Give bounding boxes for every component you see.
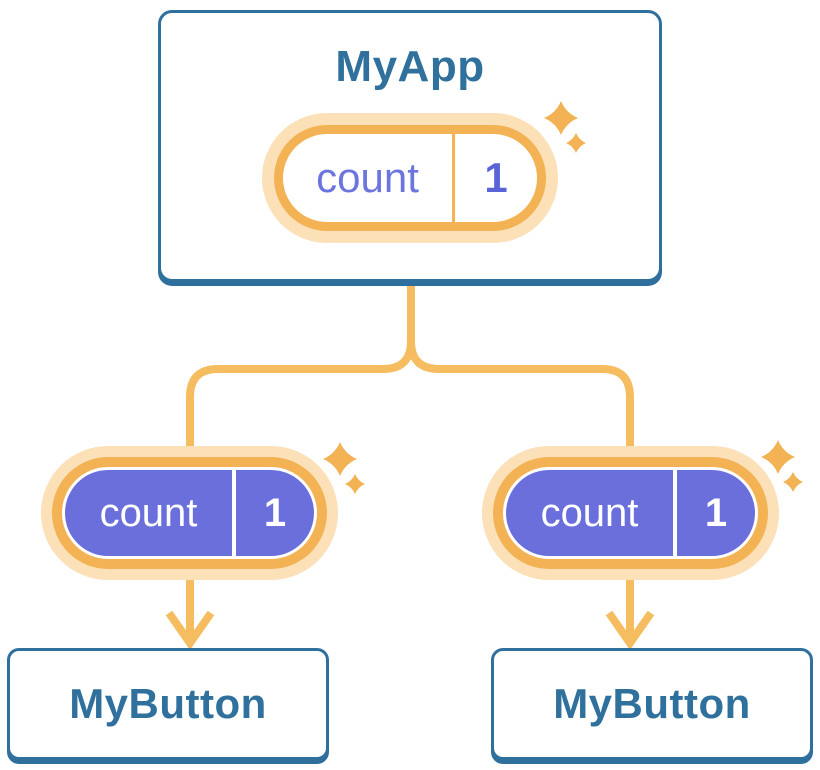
arrowhead-right-icon [605, 610, 655, 650]
connector-right-branch [407, 283, 634, 643]
prop-pill-value: 1 [263, 490, 287, 535]
connector-left-branch [186, 283, 415, 643]
prop-pill-count-left: count 1 [62, 467, 317, 559]
sparkle-icon [761, 440, 803, 492]
component-card-mybutton-left: MyButton [7, 648, 329, 760]
prop-pill-count-right: count 1 [503, 467, 758, 559]
arrowhead-left-icon [165, 610, 215, 650]
pill-divider [232, 470, 236, 556]
pill-divider [452, 134, 455, 222]
pill-divider [673, 470, 677, 556]
state-pill-count: count 1 [274, 125, 546, 231]
sparkle-icon [323, 442, 365, 494]
prop-pill-value: 1 [704, 490, 728, 535]
component-card-mybutton-right: MyButton [491, 648, 813, 760]
sparkle-icon [544, 101, 586, 153]
prop-pill-label: count [540, 490, 639, 535]
component-title-myapp: MyApp [335, 42, 485, 91]
state-pill-value: 1 [484, 154, 508, 201]
component-title-mybutton: MyButton [553, 680, 751, 727]
prop-pill-label: count [99, 490, 198, 535]
state-pill-label: count [316, 154, 419, 201]
component-title-mybutton: MyButton [69, 680, 267, 727]
